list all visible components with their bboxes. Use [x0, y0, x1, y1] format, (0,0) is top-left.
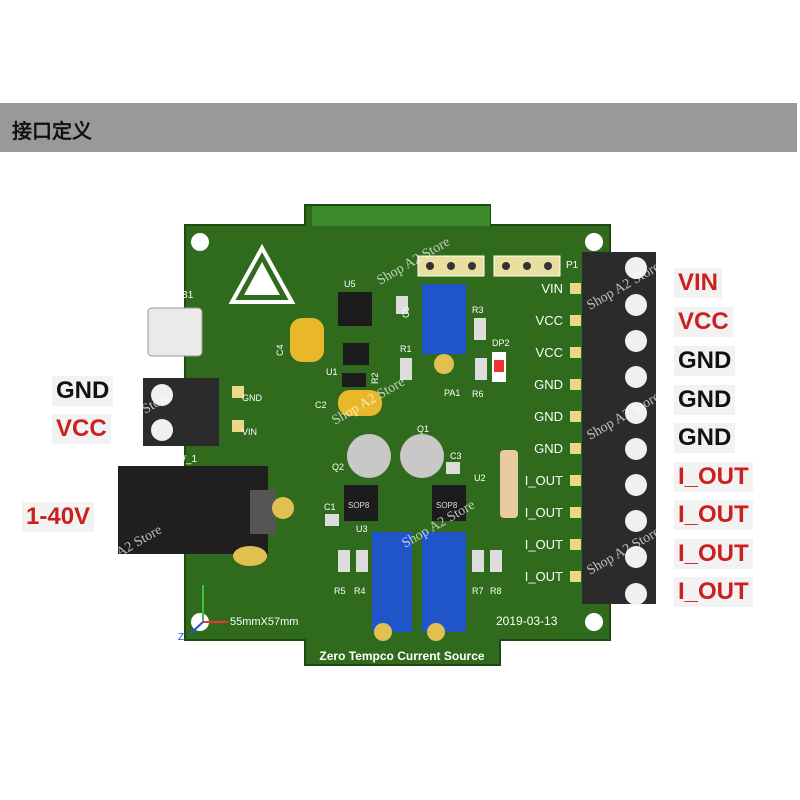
- mount-hole: [585, 233, 603, 251]
- ic-small: [342, 373, 366, 387]
- ic-u5: [338, 292, 372, 326]
- u5-label: U5: [344, 279, 356, 289]
- left-label-voltage: 1-40V: [22, 502, 95, 532]
- right-label: GND: [674, 385, 736, 415]
- trimmer-pa1: [422, 284, 466, 354]
- c2-label: C2: [315, 400, 327, 410]
- section-header: 接口定义: [0, 103, 797, 152]
- right-label: VIN: [674, 268, 723, 298]
- board-size: 55mmX57mm: [230, 616, 298, 628]
- q2-label: Q2: [332, 462, 344, 472]
- pin-label: I_OUT: [525, 537, 563, 552]
- terminal-screws: [625, 257, 647, 605]
- mount-hole: [191, 233, 209, 251]
- board-date: 2019-03-13: [496, 614, 558, 628]
- pin-label: I_OUT: [525, 505, 563, 520]
- top-connector: [312, 206, 490, 226]
- mount-hole: [191, 613, 209, 631]
- right-label: VCC: [674, 307, 733, 337]
- cap-c4: [290, 318, 324, 362]
- trimmer-r8: [422, 532, 466, 632]
- axis-y-label: Y: [201, 572, 208, 583]
- left-label-gnd: GND: [52, 376, 114, 406]
- swb1-label: SWB1: [165, 290, 194, 301]
- diode: [500, 450, 518, 518]
- sop8-label: SOP8: [436, 501, 458, 510]
- axis-z-label: Z: [178, 632, 184, 643]
- axis-indicator: Y Z: [178, 572, 228, 643]
- pow-label: POW_1: [162, 454, 197, 465]
- ic-u3: [344, 485, 378, 521]
- transistor-q1: [400, 434, 444, 478]
- r8-label: R8: [490, 586, 502, 596]
- pcb-board: [184, 204, 611, 666]
- ic-u4: [432, 485, 466, 521]
- section-title: 接口定义: [12, 119, 92, 143]
- sop8-label: SOP8: [348, 501, 370, 510]
- esd-warning-icon: [228, 243, 296, 304]
- r5-label: R5: [334, 586, 346, 596]
- pin-label: GND: [534, 409, 563, 424]
- dc-jack: [118, 466, 268, 554]
- right-label: I_OUT: [674, 500, 753, 530]
- trimmer-r5: [372, 532, 412, 632]
- r2-label: R2: [370, 372, 380, 384]
- pin-label: I_OUT: [525, 473, 563, 488]
- u3-label: U3: [356, 524, 368, 534]
- dp2-label: DP2: [492, 338, 510, 348]
- right-label: I_OUT: [674, 577, 753, 607]
- u2-label: U2: [474, 473, 486, 483]
- r7-label: R7: [472, 586, 484, 596]
- pin-label: I_OUT: [525, 569, 563, 584]
- left-label-vcc: VCC: [52, 414, 111, 444]
- ic-u1: [343, 343, 369, 365]
- watermark: Shop A2 Store: [95, 255, 173, 309]
- u1-label: U1: [326, 367, 338, 377]
- right-label: I_OUT: [674, 539, 753, 569]
- c4-label: C4: [275, 344, 285, 356]
- pa1-label: PA1: [444, 388, 460, 398]
- pow-vin-label: VIN: [242, 427, 257, 437]
- right-label: GND: [674, 346, 736, 376]
- mount-hole: [585, 613, 603, 631]
- transistor-q2: [347, 434, 391, 478]
- r6-label: R6: [472, 389, 484, 399]
- c3-label: C3: [450, 451, 462, 461]
- r1-label: R1: [400, 344, 412, 354]
- right-label: GND: [674, 423, 736, 453]
- switch: [147, 307, 203, 357]
- pin-pads: [570, 283, 581, 582]
- c1-label: C1: [324, 502, 336, 512]
- board-title: Zero Tempco Current Source: [319, 649, 484, 663]
- right-label: I_OUT: [674, 462, 753, 492]
- pow-gnd-label: GND: [242, 393, 263, 403]
- pin-label: VCC: [536, 345, 563, 360]
- pin-label: VIN: [541, 281, 563, 296]
- r3-label: R3: [472, 305, 484, 315]
- cap-c2: [338, 390, 382, 416]
- r4-label: R4: [354, 586, 366, 596]
- pin-label: GND: [534, 441, 563, 456]
- pin-label: VCC: [536, 313, 563, 328]
- pin-label: GND: [534, 377, 563, 392]
- p1-label: P1: [566, 260, 579, 271]
- q1-label: Q1: [417, 424, 429, 434]
- c5-label: C5: [401, 306, 411, 318]
